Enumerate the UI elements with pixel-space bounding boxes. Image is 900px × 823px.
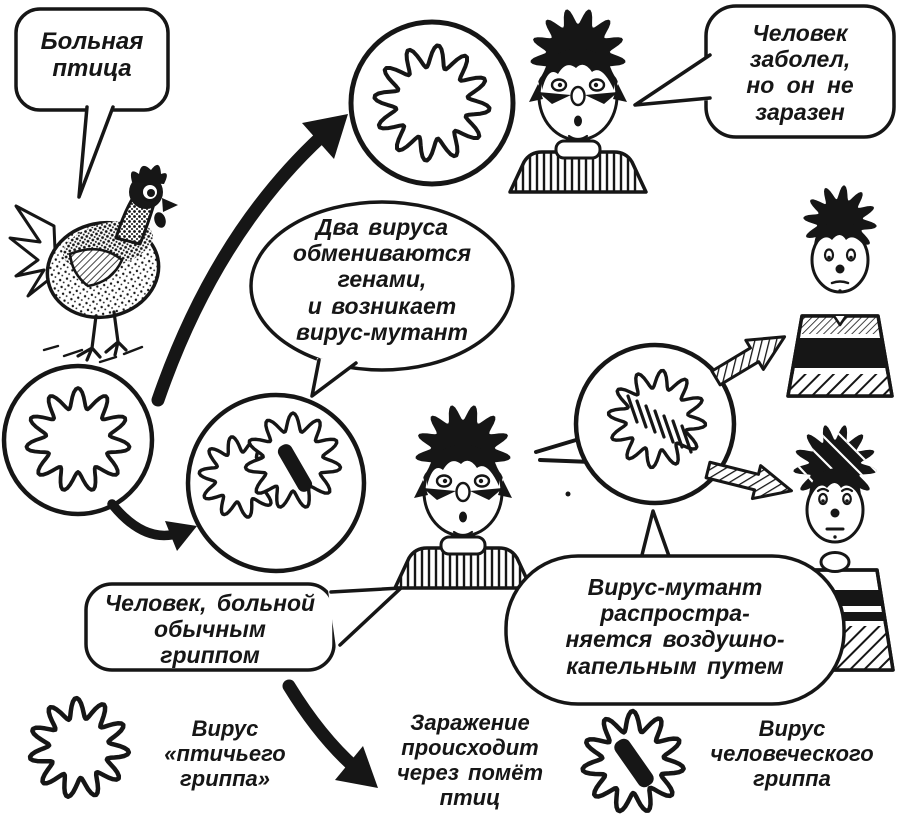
flow-arrow-bird-to-cell xyxy=(151,114,348,407)
text-line: «птичьего xyxy=(164,741,286,767)
speech-bubble-gene-exchange xyxy=(249,200,515,398)
text-line: капельным путем xyxy=(566,652,784,679)
text-line: Больная xyxy=(40,28,144,55)
text-line: Вирус xyxy=(758,716,826,741)
text-line: гриппа xyxy=(753,766,831,792)
text-line: обычным xyxy=(154,616,266,643)
text-line: гриппом xyxy=(160,642,260,669)
speech-bubble-not-contagious xyxy=(633,4,896,139)
mutant-virus-icon xyxy=(573,342,737,506)
spread-arrow-down xyxy=(704,460,793,501)
flow-arrow-virus-to-cell xyxy=(107,499,197,551)
text-line: Два вируса xyxy=(315,214,449,240)
text-line: гриппа» xyxy=(180,766,270,792)
legend-label-infection-route: Заражение происходит через помёт птиц xyxy=(382,710,558,810)
text-line: няется воздушно- xyxy=(565,626,785,653)
text-line: распростра- xyxy=(600,600,750,627)
text-line: Вирус xyxy=(191,716,259,741)
text-line: происходит xyxy=(401,735,539,761)
text-line: через помёт xyxy=(396,760,544,786)
text-line: птиц xyxy=(439,785,501,811)
speech-bubble-text-common-flu: Человек, больной обычным гриппом xyxy=(94,590,326,669)
text-line: Заражение xyxy=(410,710,530,735)
sick-person-top xyxy=(510,10,646,195)
text-line: генами, xyxy=(337,266,427,293)
bird-flu-virus-icon xyxy=(1,363,155,517)
legend-bird-virus-icon xyxy=(27,695,132,799)
text-line: но он не xyxy=(746,72,854,99)
sick-person-center xyxy=(395,406,531,591)
speech-bubble-text-mutant-spread: Вирус-мутант распростра- няется воздушно… xyxy=(524,574,826,679)
chicken-illustration xyxy=(8,164,178,364)
infected-cell-icon xyxy=(348,19,516,187)
text-line: обмениваются xyxy=(292,240,472,267)
text-line: вирус-мутант xyxy=(295,318,469,345)
speech-bubble-text-sick-bird: Больная птица xyxy=(24,28,160,83)
text-line: Человек, больной xyxy=(104,590,316,616)
text-line: птица xyxy=(52,55,132,83)
virus-exchange-cell-icon xyxy=(185,392,367,574)
speech-bubble-common-flu xyxy=(84,582,403,672)
legend-label-bird-virus: Вирус «птичьего гриппа» xyxy=(140,716,310,791)
legend-human-virus-icon xyxy=(580,708,686,814)
speech-bubble-mutant-spread xyxy=(504,508,846,706)
legend-label-human-virus: Вирус человеческого гриппа xyxy=(700,716,884,791)
text-line: человеческого xyxy=(710,741,874,767)
text-line: и возникает xyxy=(307,292,457,319)
text-line: Человек xyxy=(752,20,848,46)
text-line: заразен xyxy=(755,98,845,125)
speech-bubble-text-not-contagious: Человек заболел, но он не заразен xyxy=(712,20,888,125)
spread-arrow-up xyxy=(710,335,787,387)
speech-bubble-sick-bird xyxy=(14,7,170,200)
exposed-person-top xyxy=(786,185,894,398)
text-line: заболел, xyxy=(749,46,851,73)
text-line: Вирус-мутант xyxy=(587,574,763,600)
speech-bubble-text-gene-exchange: Два вируса обмениваются генами, и возник… xyxy=(262,214,502,345)
flow-arrow-droppings xyxy=(282,679,378,788)
